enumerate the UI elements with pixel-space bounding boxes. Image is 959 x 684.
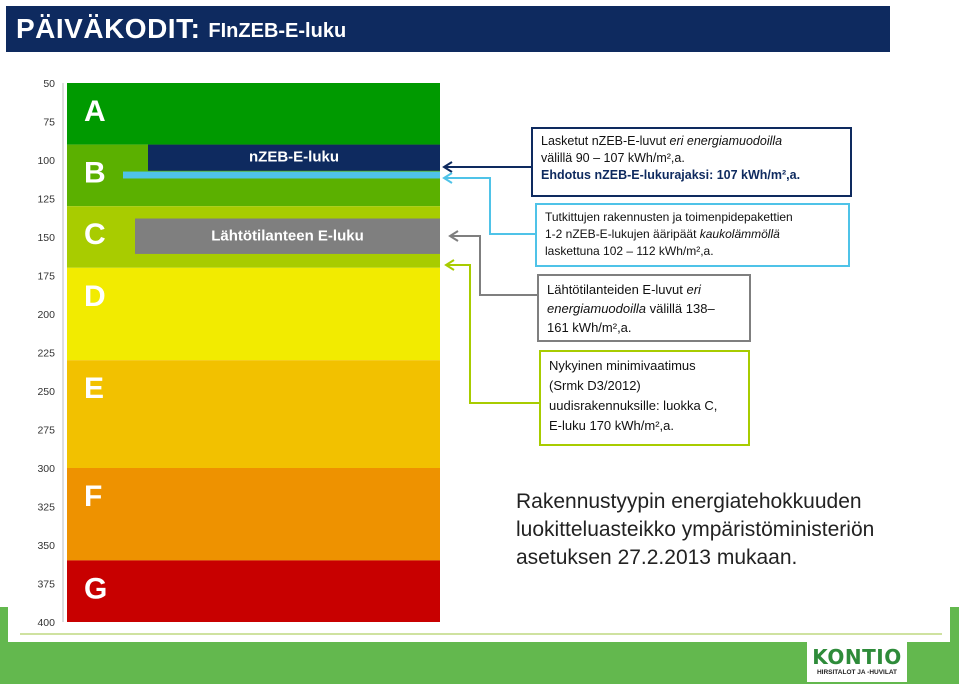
callout-nzeb-text-3: Ehdotus nZEB-E-lukurajaksi: 107 kWh/m²,a… — [541, 168, 801, 182]
logo-tagline: HIRSITALOT JA -HUVILAT — [816, 669, 898, 676]
page-subtitle: FInZEB-E-luku — [208, 19, 347, 42]
callout-nzeb-text-1-em: eri energiamuodoilla — [669, 134, 783, 148]
y-tick-label-175: 175 — [37, 271, 55, 283]
footer-divider — [20, 633, 942, 635]
class-label-e: E — [84, 372, 104, 405]
class-label-b: B — [84, 157, 106, 190]
class-band-f — [67, 468, 440, 561]
connector-studied-line — [444, 177, 535, 235]
class-band-a — [67, 83, 440, 145]
callout-studied-text-3: laskettuna 102 – 112 kWh/m²,a. — [545, 244, 714, 258]
callout-baseline-text-2-em: energiamuodoilla — [547, 301, 647, 316]
callout-baseline-text-2: välillä 138– — [646, 301, 715, 316]
y-tick-label-50: 50 — [43, 78, 55, 90]
connector-minimum-arrowhead — [444, 259, 455, 271]
callout-studied-text-2: 1-2 nZEB-E-lukujen ääripäät — [545, 227, 700, 241]
callout-minimum: Nykyinen minimivaatimus (Srmk D3/2012) u… — [539, 350, 750, 446]
page-title: PÄIVÄKODIT: — [16, 13, 201, 44]
y-tick-label-200: 200 — [37, 309, 55, 321]
connector-baseline-line — [450, 235, 537, 296]
class-label-d: D — [84, 280, 106, 313]
range-bar-studied — [123, 171, 440, 179]
class-label-c: C — [84, 218, 106, 251]
callout-baseline-text-1-em: eri — [686, 282, 701, 297]
class-label-f: F — [84, 480, 102, 513]
y-tick-label-125: 125 — [37, 194, 55, 206]
connector-nzeb-arrowhead — [442, 161, 453, 173]
y-tick-label-150: 150 — [37, 232, 55, 244]
callout-studied-text-1: Tutkittujen rakennusten ja toimenpidepak… — [545, 210, 793, 224]
range-label-baseline: Lähtötilanteen E-luku — [211, 228, 364, 245]
connector-minimum-line — [446, 264, 539, 404]
y-tick-label-250: 250 — [37, 386, 55, 398]
y-tick-label-400: 400 — [37, 617, 55, 629]
y-tick-label-300: 300 — [37, 463, 55, 475]
caption-line-3: asetuksen 27.2.2013 mukaan. — [516, 546, 798, 569]
logo-name: KONTIO — [812, 645, 902, 669]
class-label-g: G — [84, 572, 107, 605]
title-bar: PÄIVÄKODIT: FInZEB-E-luku — [6, 6, 890, 52]
range-bar-baseline — [135, 218, 440, 254]
range-label-nzeb: nZEB-E-luku — [249, 149, 339, 166]
y-tick-label-100: 100 — [37, 155, 55, 167]
connector-baseline-arrowhead — [448, 230, 459, 242]
y-tick-label-75: 75 — [43, 117, 55, 129]
class-band-d — [67, 267, 440, 361]
y-tick-label-350: 350 — [37, 540, 55, 552]
y-tick-label-225: 225 — [37, 348, 55, 360]
callout-nzeb-text-1: Lasketut nZEB-E-luvut — [541, 134, 670, 148]
kontio-logo: KONTIO HIRSITALOT JA -HUVILAT — [807, 642, 907, 682]
y-tick-label-375: 375 — [37, 579, 55, 591]
callout-minimum-text-4: E-luku 170 kWh/m²,a. — [549, 418, 674, 433]
connector-studied-arrowhead — [442, 172, 453, 184]
callout-studied-text-2-em: kaukolämmöllä — [699, 227, 780, 241]
callout-baseline: Lähtötilanteiden E-luvut eri energiamuod… — [537, 274, 751, 342]
caption-line-1: Rakennustyypin energiatehokkuuden — [516, 490, 862, 513]
class-band-g — [67, 560, 440, 622]
chart-caption: Rakennustyypin energiatehokkuuden luokit… — [516, 488, 916, 572]
callout-baseline-text-3: 161 kWh/m²,a. — [547, 320, 632, 335]
callout-minimum-text-3: uudisrakennuksille: luokka C, — [549, 398, 718, 413]
class-label-a: A — [84, 95, 106, 128]
callout-nzeb: Lasketut nZEB-E-luvut eri energiamuodoil… — [531, 127, 852, 197]
y-tick-label-275: 275 — [37, 425, 55, 437]
class-band-e — [67, 360, 440, 468]
range-bar-nzeb — [148, 144, 440, 171]
y-tick-label-325: 325 — [37, 502, 55, 514]
callout-studied: Tutkittujen rakennusten ja toimenpidepak… — [535, 203, 850, 267]
callout-baseline-text-1: Lähtötilanteiden E-luvut — [547, 282, 687, 297]
callout-minimum-text-2: (Srmk D3/2012) — [549, 378, 641, 393]
callout-nzeb-text-2: välillä 90 – 107 kWh/m²,a. — [541, 151, 685, 165]
caption-line-2: luokitteluasteikko ympäristöministeriön — [516, 518, 875, 541]
callout-minimum-text-1: Nykyinen minimivaatimus — [549, 358, 696, 373]
